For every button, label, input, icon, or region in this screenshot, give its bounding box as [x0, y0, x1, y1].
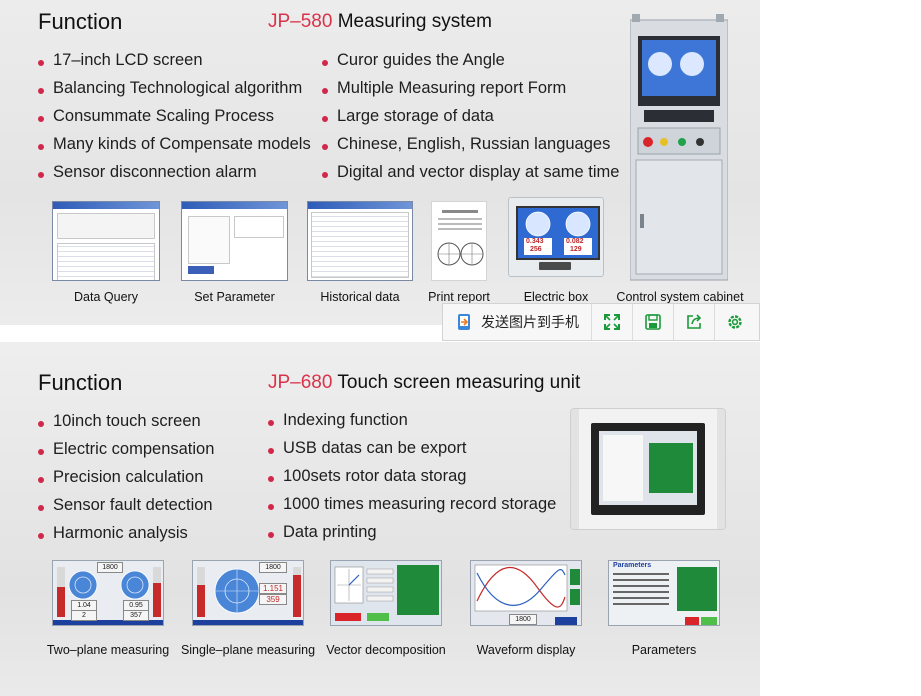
parameters-screenshot: Parameters — [608, 560, 720, 626]
thumbnail-caption: Set Parameter — [194, 290, 275, 304]
angle-readout: 2 — [71, 610, 97, 621]
feature-item: Chinese, English, Russian languages — [322, 135, 619, 163]
product-code: JP–680 — [268, 372, 333, 393]
settings-icon — [728, 315, 742, 329]
thumbnail-caption: Vector decomposition — [326, 643, 446, 657]
expand-button[interactable] — [592, 304, 633, 340]
section-title: Function — [38, 9, 123, 34]
section-title: Function — [38, 370, 123, 395]
waveform-screenshot: 1800 — [470, 560, 582, 626]
amount-readout: 1.151 — [259, 583, 287, 594]
feature-item: Precision calculation — [38, 468, 214, 496]
jp580-panel: Function JP–580 Measuring system 17–inch… — [0, 0, 760, 325]
feature-item: Many kinds of Compensate models — [38, 135, 311, 163]
vector-decomposition-screenshot — [330, 560, 442, 626]
feature-item: 10inch touch screen — [38, 412, 214, 440]
electric-box-readout: 256 — [530, 246, 542, 253]
thumbnail-caption: Control system cabinet — [616, 290, 744, 304]
feature-item: Data printing — [268, 523, 556, 551]
speed-readout: 1800 — [509, 614, 537, 625]
feature-item: Curor guides the Angle — [322, 51, 619, 79]
feature-item: Consummate Scaling Process — [38, 107, 311, 135]
save-icon — [645, 314, 661, 330]
speed-readout: 1800 — [97, 562, 123, 573]
speed-readout: 1800 — [259, 562, 287, 573]
product-name: Measuring system — [337, 11, 492, 32]
product-title: JP–580 Measuring system — [268, 11, 492, 33]
electric-box-readout: 129 — [570, 246, 582, 253]
touch-screen-unit-image — [570, 408, 726, 530]
phone-send-icon — [458, 314, 470, 330]
thumbnail-caption: Parameters — [631, 643, 697, 657]
product-title: JP–680 Touch screen measuring unit — [268, 372, 580, 394]
feature-item: 1000 times measuring record storage — [268, 495, 556, 523]
historical-data-screenshot — [307, 201, 413, 281]
page-margin — [760, 0, 921, 696]
thumbnail-caption: Print report — [428, 290, 490, 304]
feature-list-left: 10inch touch screen Electric compensatio… — [38, 412, 214, 552]
feature-item: Harmonic analysis — [38, 524, 214, 552]
jp680-panel: Function JP–680 Touch screen measuring u… — [0, 342, 760, 696]
feature-item: 17–inch LCD screen — [38, 51, 311, 79]
thumbnail-caption: Single–plane measuring — [180, 643, 316, 657]
print-report-image — [431, 201, 487, 281]
data-query-screenshot — [52, 201, 160, 281]
feature-list-left: 17–inch LCD screen Balancing Technologic… — [38, 51, 311, 191]
send-to-phone-button[interactable]: 发送图片到手机 — [443, 304, 592, 340]
send-to-phone-label: 发送图片到手机 — [481, 315, 579, 331]
share-button[interactable] — [674, 304, 715, 340]
feature-item: Large storage of data — [322, 107, 619, 135]
thumbnail-caption: Waveform display — [476, 643, 576, 657]
product-code: JP–580 — [268, 11, 333, 32]
electric-box-readout: 0.082 — [566, 238, 584, 245]
set-parameter-screenshot — [181, 201, 288, 281]
single-plane-screenshot: 1800 1.151 359 — [192, 560, 304, 626]
save-button[interactable] — [633, 304, 674, 340]
feature-item: Digital and vector display at same time — [322, 163, 619, 191]
settings-button[interactable] — [715, 304, 755, 340]
product-name: Touch screen measuring unit — [337, 372, 581, 393]
share-icon — [687, 314, 702, 329]
electric-box-image: 0.343 256 0.082 129 — [508, 197, 604, 277]
thumbnail-caption: Historical data — [320, 290, 400, 304]
angle-readout: 357 — [123, 610, 149, 621]
feature-item: Multiple Measuring report Form — [322, 79, 619, 107]
electric-box-readout: 0.343 — [526, 238, 544, 245]
feature-item: Balancing Technological algorithm — [38, 79, 311, 107]
two-plane-screenshot: 1800 1.04 2 0.95 357 — [52, 560, 164, 626]
feature-list-right: Indexing function USB datas can be expor… — [268, 411, 556, 551]
parameters-heading: Parameters — [613, 562, 652, 569]
image-share-toolbar: 发送图片到手机 — [442, 303, 760, 341]
thumbnail-caption: Data Query — [74, 290, 138, 304]
angle-readout: 359 — [259, 594, 287, 605]
feature-item: Sensor fault detection — [38, 496, 214, 524]
feature-item: Sensor disconnection alarm — [38, 163, 311, 191]
feature-list-right: Curor guides the Angle Multiple Measurin… — [322, 51, 619, 191]
feature-item: Indexing function — [268, 411, 556, 439]
control-cabinet-image — [630, 14, 728, 282]
feature-item: 100sets rotor data storag — [268, 467, 556, 495]
feature-item: Electric compensation — [38, 440, 214, 468]
expand-icon — [604, 314, 620, 330]
thumbnail-caption: Electric box — [523, 290, 589, 304]
feature-item: USB datas can be export — [268, 439, 556, 467]
thumbnail-caption: Two–plane measuring — [46, 643, 170, 657]
